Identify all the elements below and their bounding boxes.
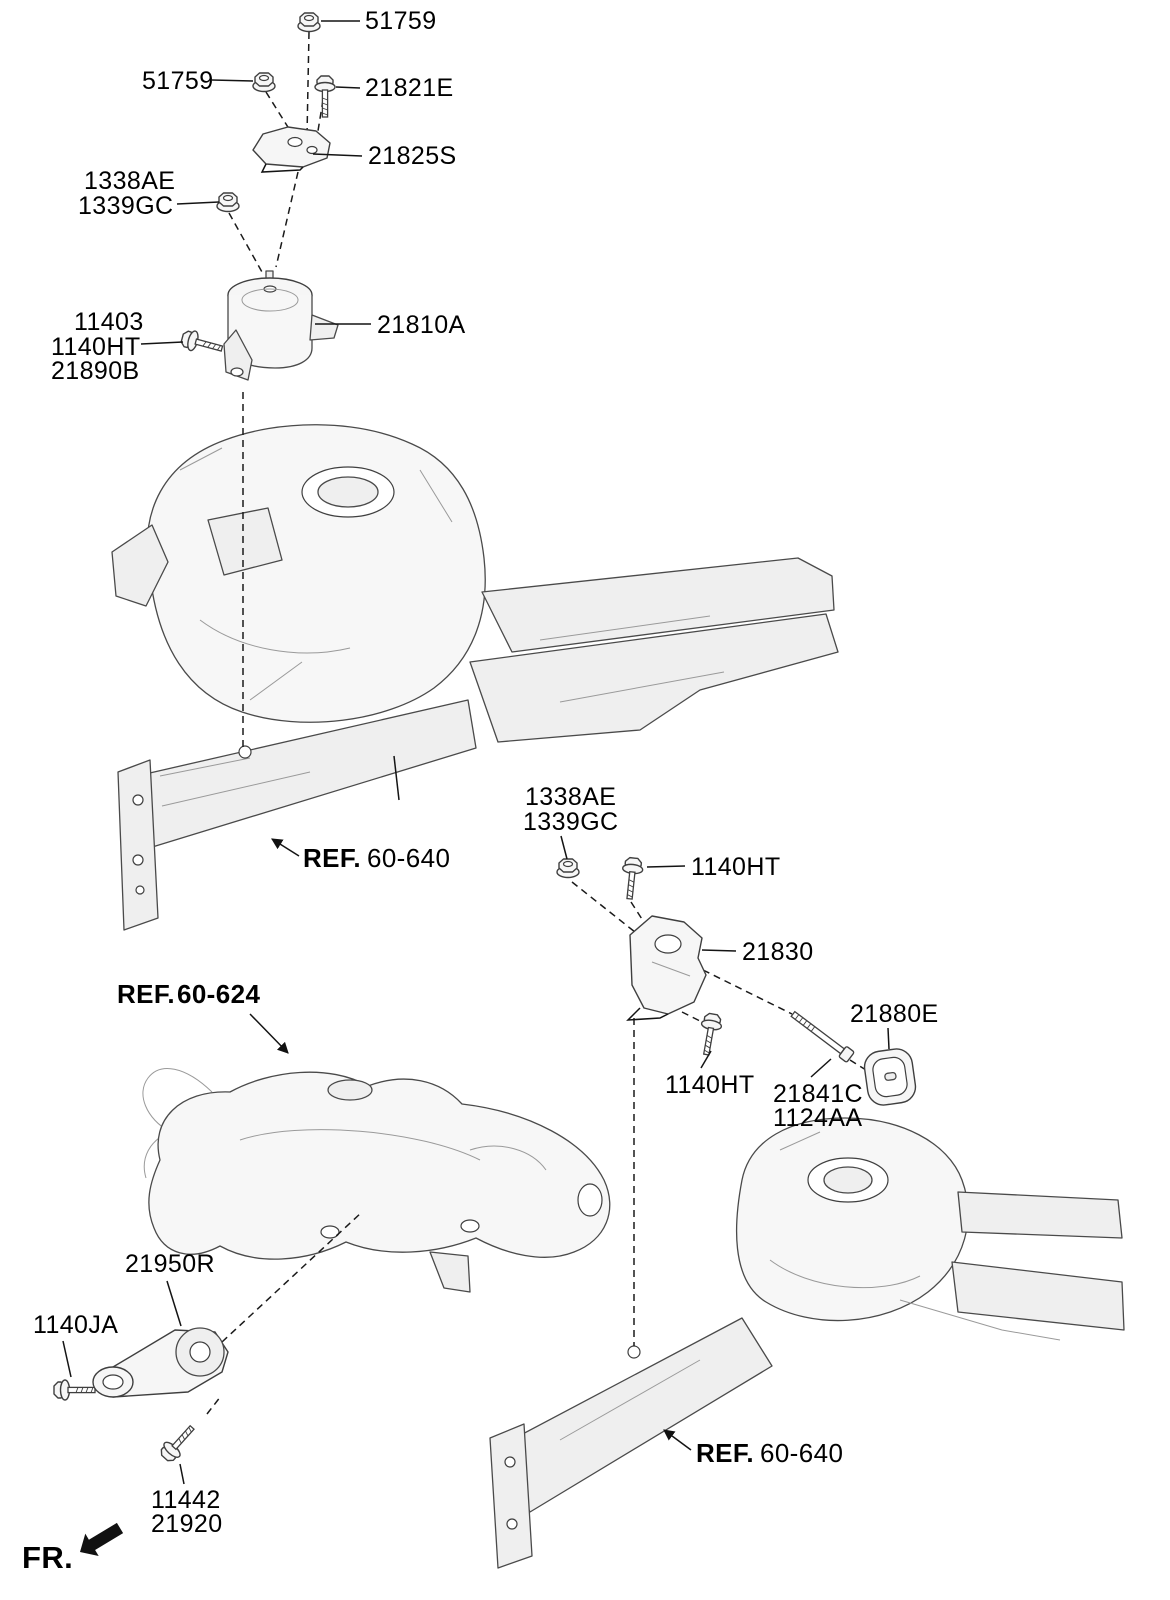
part-label-51759-left: 51759 (142, 67, 214, 95)
part-label-21950R: 21950R (125, 1250, 215, 1278)
fr-direction-arrow-icon (80, 1522, 124, 1556)
part-label-1339GC-upper: 1339GC (78, 192, 174, 220)
part-label-21890B: 21890B (51, 357, 140, 385)
part-label-21810A: 21810A (377, 311, 466, 339)
ref-number: 60-624 (176, 979, 261, 1009)
part-label-51759-top: 51759 (365, 7, 437, 35)
part-label-11403: 11403 (74, 308, 144, 336)
ref-prefix: REF. (303, 843, 361, 873)
bolt-1140ja-drawing (53, 1379, 96, 1401)
fr-label: FR. (22, 1540, 74, 1575)
nut-51759-left-drawing (252, 72, 276, 93)
bolt-1140ht-mid-drawing (618, 856, 645, 901)
part-label-21880E: 21880E (850, 1000, 939, 1028)
nut-1338ae-upper-drawing (216, 192, 240, 213)
part-label-1140HT-upper: 1140HT (51, 333, 141, 361)
ref-lower-arrow (663, 1429, 692, 1451)
ref-prefix: REF. (117, 979, 175, 1009)
part-label-1338AE-upper: 1338AE (84, 167, 176, 195)
engine-mount-21810a-drawing (223, 270, 339, 381)
ref-number: 60-640 (366, 843, 451, 873)
ref-prefix: REF. (696, 1438, 754, 1468)
ref-upper-arrow (271, 838, 300, 857)
part-label-21821E: 21821E (365, 74, 454, 102)
roll-rod-mount-21950r-drawing (92, 1327, 229, 1398)
bolt-21841c-drawing (790, 1010, 855, 1063)
ref-label-60-640-lower: REF.60-640 (696, 1438, 844, 1468)
part-label-1124AA: 1124AA (773, 1104, 863, 1132)
bolt-21821e-drawing (314, 75, 336, 118)
part-label-1140JA: 1140JA (33, 1311, 119, 1339)
leader-lines (62, 20, 890, 1485)
nut-51759-top-drawing (297, 12, 321, 33)
bracket-21825s-drawing (252, 126, 331, 173)
ref-label-60-640-upper: REF.60-640 (303, 843, 451, 873)
part-label-1338AE-mid: 1338AE (525, 783, 617, 811)
front-crossmember-drawing (142, 1068, 611, 1293)
part-label-1140HT-mid: 1140HT (691, 853, 781, 881)
plug-21880e-drawing (863, 1048, 917, 1106)
part-label-1339GC-mid: 1339GC (523, 808, 619, 836)
part-label-1140HT-lower: 1140HT (665, 1071, 755, 1099)
front-side-member-lower-drawing (489, 1117, 1125, 1569)
ref-number: 60-640 (759, 1438, 844, 1468)
nut-1338ae-mid-drawing (556, 858, 580, 879)
bolt-11442-drawing (156, 1420, 201, 1466)
bolt-1140ht-lower-drawing (695, 1011, 724, 1057)
ref-arrows (249, 838, 692, 1451)
front-side-member-upper-drawing (111, 424, 839, 931)
ref-label-60-624: REF.60-624 (117, 979, 261, 1009)
ref-cross-arrow (249, 1013, 289, 1054)
part-label-21830: 21830 (742, 938, 814, 966)
part-label-21841C: 21841C (773, 1080, 863, 1108)
part-label-11442: 11442 (151, 1486, 221, 1514)
bolt-11403-drawing (178, 327, 226, 359)
transmission-mount-21830-drawing (626, 915, 707, 1021)
part-label-21825S: 21825S (368, 142, 457, 170)
part-label-21920: 21920 (151, 1510, 223, 1538)
assembly-dashed-lines (206, 31, 867, 1415)
